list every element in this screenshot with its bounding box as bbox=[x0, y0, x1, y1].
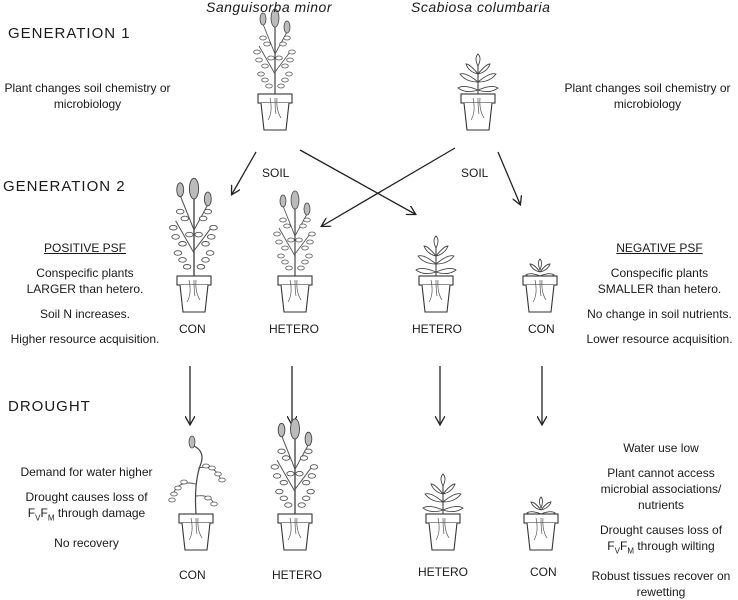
drought-label-con-1: CON bbox=[179, 568, 206, 582]
soil-label-left: SOIL bbox=[262, 166, 290, 180]
drought-left-line3: No recovery bbox=[54, 536, 119, 551]
positive-psf-line3: Higher resource acquisition. bbox=[10, 332, 160, 346]
species-sanguisorba: Sanguisorba minor bbox=[206, 0, 333, 15]
gen2-sang-hetero-plant bbox=[274, 191, 316, 276]
gen2-sang-con-plant bbox=[170, 178, 218, 276]
negative-psf-title: NEGATIVE PSF bbox=[616, 241, 703, 255]
gen2-scab-con-pot bbox=[522, 275, 558, 313]
gen1-scabiosa-pot bbox=[460, 93, 496, 131]
drought-label-con-2: CON bbox=[530, 565, 557, 579]
arrow-scab-to-con bbox=[497, 151, 520, 204]
drought-sang-hetero-plant bbox=[271, 419, 318, 514]
gen2-scab-hetero-plant bbox=[415, 235, 457, 277]
drought-scab-hetero-plant bbox=[422, 473, 464, 515]
generation-1-heading: GENERATION 1 bbox=[8, 25, 131, 42]
positive-psf-title: POSITIVE PSF bbox=[43, 241, 127, 255]
gen1-scabiosa-plant bbox=[457, 53, 499, 95]
gen2-label-con-2: CON bbox=[528, 322, 555, 336]
positive-psf-line1: Conspecific plants LARGER than hetero. bbox=[26, 266, 144, 296]
drought-right-line3: Drought causes loss of FVFM through wilt… bbox=[599, 523, 723, 556]
arrow-scab-to-hetero bbox=[322, 147, 456, 226]
gen2-sang-con-pot bbox=[176, 275, 212, 313]
negative-psf-line1: Conspecific plants SMALLER than hetero. bbox=[597, 266, 722, 296]
gen2-label-hetero-2: HETERO bbox=[412, 322, 463, 336]
drought-sang-con-wilted-plant bbox=[168, 435, 226, 515]
positive-psf-block: POSITIVE PSF Conspecific plants LARGER t… bbox=[10, 240, 160, 356]
positive-psf-line2: Soil N increases. bbox=[39, 307, 131, 321]
drought-right-line1: Water use low bbox=[623, 441, 699, 455]
species-scabiosa: Scabiosa columbaria bbox=[411, 0, 551, 15]
drought-right-line2: Plant cannot access microbial associatio… bbox=[600, 466, 722, 512]
soil-label-right: SOIL bbox=[461, 166, 489, 180]
drought-heading: DROUGHT bbox=[8, 398, 91, 415]
gen2-label-hetero-1: HETERO bbox=[269, 322, 320, 336]
arrow-sang-to-con bbox=[232, 151, 257, 194]
generation-2-heading: GENERATION 2 bbox=[3, 178, 126, 195]
drought-scab-hetero-pot bbox=[425, 513, 461, 551]
negative-psf-line3: Lower resource acquisition. bbox=[586, 332, 733, 346]
drought-scab-con-plant bbox=[526, 496, 556, 516]
drought-left-block: Demand for water higher Drought causes l… bbox=[4, 464, 169, 560]
negative-psf-line2: No change in soil nutrients. bbox=[587, 307, 732, 321]
gen2-scab-con-plant bbox=[525, 258, 555, 278]
negative-psf-block: NEGATIVE PSF Conspecific plants SMALLER … bbox=[582, 240, 737, 356]
gen1-left-note: Plant changes soil chemistry or microbio… bbox=[4, 81, 171, 111]
arrow-sang-to-hetero bbox=[299, 149, 415, 214]
gen2-sang-hetero-pot bbox=[277, 275, 313, 313]
drought-scab-con-pot bbox=[523, 513, 559, 551]
gen2-scab-hetero-pot bbox=[418, 275, 454, 313]
gen1-right-note: Plant changes soil chemistry or microbio… bbox=[564, 81, 731, 111]
drought-left-line1: Demand for water higher bbox=[20, 465, 153, 479]
drought-left-line2: Drought causes loss of FVFM through dama… bbox=[25, 490, 148, 523]
drought-sang-hetero-pot bbox=[277, 513, 313, 551]
drought-label-hetero-1: HETERO bbox=[272, 568, 323, 582]
gen2-label-con-1: CON bbox=[179, 322, 206, 336]
drought-label-hetero-2: HETERO bbox=[418, 565, 469, 579]
gen1-sanguisorba-pot bbox=[257, 93, 293, 131]
gen1-sanguisorba-plant bbox=[254, 9, 296, 94]
drought-sang-con-pot bbox=[178, 513, 214, 551]
drought-right-block: Water use low Plant cannot access microb… bbox=[584, 440, 738, 600]
drought-right-line4: Robust tissues recover on rewetting bbox=[591, 569, 731, 600]
